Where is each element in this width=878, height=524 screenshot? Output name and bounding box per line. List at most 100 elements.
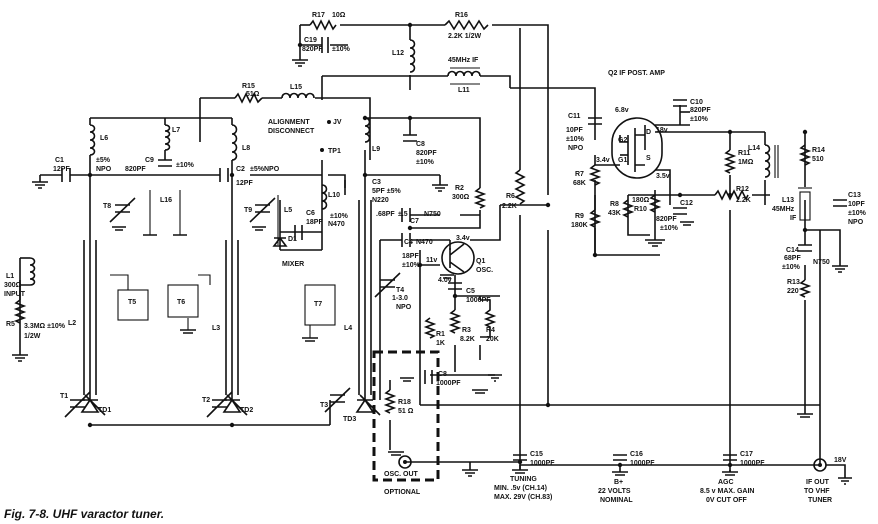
- label-r11v: 1MΩ: [738, 159, 754, 166]
- label-r1v: 1K: [436, 340, 445, 347]
- t3-symbol: [324, 387, 351, 413]
- label-r10l: R10: [634, 206, 647, 213]
- label-v6_8: 6.8v: [615, 107, 629, 114]
- label-r16v: 2.2K 1/2W: [448, 33, 481, 40]
- t9-symbol: [249, 197, 276, 223]
- label-mixer: MIXER: [282, 261, 304, 268]
- label-oscout: OSC. OUT: [384, 471, 419, 478]
- t5-box: [117, 289, 149, 321]
- label-c10t: ±10%: [690, 116, 709, 123]
- r3-symbol: [448, 309, 462, 334]
- label-c8bv: 1000PF: [436, 380, 461, 387]
- label-bplusv: 22 VOLTS: [598, 488, 631, 495]
- label-t5: T5: [128, 299, 136, 306]
- label-c14v: 68PF: [784, 255, 801, 262]
- label-c12v: 820PF: [656, 216, 677, 223]
- transmission-lines: [83, 190, 372, 395]
- label-c19: C19: [304, 37, 317, 44]
- r8-symbol: [621, 199, 635, 218]
- td2-symbol: [222, 394, 248, 416]
- label-r13v: 220: [787, 288, 799, 295]
- label-c12t: ±10%: [660, 225, 679, 232]
- label-c17v: 1000PF: [740, 460, 765, 467]
- trimmers: [64, 197, 401, 418]
- l1-symbol: [20, 257, 36, 286]
- r14-symbol: [798, 144, 812, 166]
- label-r12v: 2.2K: [736, 197, 751, 204]
- l13-coil: [798, 187, 812, 221]
- r17-symbol: [309, 19, 337, 31]
- label-c6n: N470: [328, 221, 345, 228]
- label-c4v: 18PF: [402, 253, 419, 260]
- label-td3: TD3: [343, 416, 356, 423]
- label-l15: L15: [290, 84, 302, 91]
- label-c5v: 1000PF: [466, 297, 491, 304]
- label-d: D: [646, 129, 651, 136]
- label-r17: R17: [312, 12, 325, 19]
- label-r12: R12: [736, 186, 749, 193]
- label-g1: G1: [618, 157, 627, 164]
- label-c17: C17: [740, 451, 753, 458]
- label-if45: 45MHz IF: [448, 57, 479, 64]
- label-c4: C4: [404, 239, 413, 246]
- r16-symbol: [444, 19, 489, 31]
- label-l1v: 300Ω: [4, 282, 22, 289]
- label-r6v: 2.2K: [502, 203, 517, 210]
- capacitors: [61, 37, 847, 461]
- label-c3n: N220: [372, 197, 389, 204]
- label-l4: L4: [344, 325, 352, 332]
- r9-symbol: [588, 209, 602, 228]
- label-r4v: 20K: [486, 336, 499, 343]
- r7-symbol: [588, 164, 602, 186]
- osc-out-jack[interactable]: [398, 455, 412, 469]
- jv-point: [327, 120, 331, 124]
- label-tuner: TUNER: [808, 497, 832, 504]
- label-c4t: ±10%: [402, 262, 421, 269]
- transistor-q1: [441, 241, 475, 275]
- label-c15: C15: [530, 451, 543, 458]
- label-l13v: 45MHz: [772, 206, 795, 213]
- label-c7t: ±.5: [398, 211, 408, 218]
- label-t6: T6: [177, 299, 185, 306]
- label-bplus: B+: [614, 479, 623, 486]
- c11-symbol: [588, 117, 602, 125]
- label-c11t: ±10%: [566, 136, 585, 143]
- label-r13: R13: [787, 279, 800, 286]
- td1-symbol: [80, 394, 106, 416]
- label-optional: OPTIONAL: [384, 489, 421, 496]
- tp1-point: [320, 148, 324, 152]
- l10-symbol: [321, 184, 328, 210]
- label-r18: R18: [398, 399, 411, 406]
- label-jv: JV: [333, 119, 342, 126]
- label-td2: TD2: [240, 407, 253, 414]
- label-r3: R3: [462, 327, 471, 334]
- label-tp1: TP1: [328, 148, 341, 155]
- label-c16v: 1000PF: [630, 460, 655, 467]
- td3-symbol: [355, 394, 381, 416]
- label-v3_5: 3.5v: [656, 173, 670, 180]
- label-c13n: NPO: [848, 219, 864, 226]
- label-v18a: 18v: [656, 127, 668, 134]
- label-r5: R5: [6, 321, 15, 328]
- label-t8: T8: [103, 203, 111, 210]
- label-c14t: ±10%: [782, 264, 801, 271]
- l7-symbol: [164, 124, 171, 151]
- label-c6v: 18PF: [306, 219, 323, 226]
- label-s: S: [646, 155, 651, 162]
- r2-symbol: [473, 187, 487, 209]
- label-tuningmax: MAX. 29V (CH.83): [494, 494, 552, 501]
- label-c7: C7: [410, 218, 419, 225]
- label-r14: R14: [812, 147, 825, 154]
- r15-symbol: [234, 92, 263, 104]
- label-c4n: N470: [416, 239, 433, 246]
- label-v18: 18V: [834, 457, 847, 464]
- label-c2: C2: [236, 166, 245, 173]
- label-g2: G2: [618, 137, 627, 144]
- label-c13v: 10PF: [848, 201, 865, 208]
- label-c19t: ±10%: [332, 46, 351, 53]
- label-c7n: N750: [424, 211, 441, 218]
- label-r15: R15: [242, 83, 255, 90]
- c10-symbol: [673, 99, 687, 107]
- label-r5w: 1/2W: [24, 333, 41, 340]
- c17-symbol: [723, 454, 737, 461]
